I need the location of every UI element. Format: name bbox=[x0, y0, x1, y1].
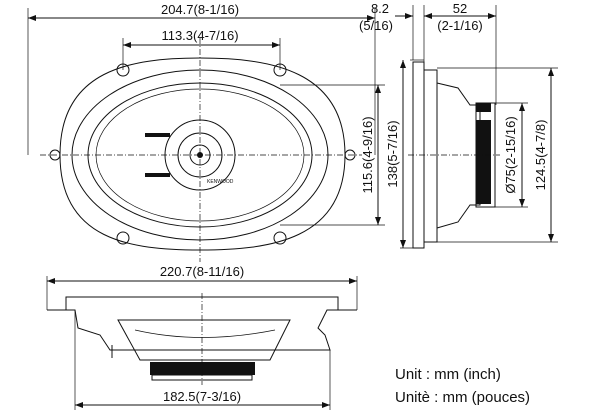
side-magnet bbox=[476, 120, 491, 204]
magnet-diameter-label: Ø75(2-15/16) bbox=[503, 116, 518, 193]
side-basket bbox=[436, 82, 481, 229]
front-view: 204.7(8-1/16) 113.3(4-7/16) KENWOOD 115.… bbox=[27, 2, 385, 262]
mounting-hole bbox=[116, 231, 130, 245]
cutout-height-label: 124.5(4-7/8) bbox=[533, 120, 548, 191]
mounting-hole bbox=[273, 63, 287, 77]
bottom-magnet bbox=[150, 362, 255, 375]
mount-depth-mm: 52 bbox=[453, 1, 467, 16]
unit-label-french: Unitè : mm (pouces) bbox=[395, 389, 530, 406]
side-view: 8.2 (5/16) 52 (2-1/16) 138(5-7/16) Ø75(2… bbox=[359, 1, 558, 249]
flange-depth-mm: 8.2 bbox=[371, 1, 389, 16]
kenwood-logo: KENWOOD bbox=[207, 179, 234, 185]
hole-spacing-height-label: 115.6(4-9/16) bbox=[360, 116, 375, 193]
hole-spacing-width-label: 113.3(4-7/16) bbox=[161, 28, 238, 43]
bottom-view: 220.7(8-11/16) 182.5(7-3/16) bbox=[46, 264, 358, 410]
cutout-width-label: 182.5(7-3/16) bbox=[163, 389, 241, 404]
overall-width-label: 204.7(8-1/16) bbox=[161, 2, 239, 17]
bottom-overall-width-label: 220.7(8-11/16) bbox=[160, 264, 244, 279]
bottom-basket bbox=[117, 319, 291, 361]
mount-depth-in: (2-1/16) bbox=[437, 18, 483, 33]
overall-height-label: 138(5-7/16) bbox=[385, 120, 400, 187]
unit-label-english: Unit : mm (inch) bbox=[395, 366, 501, 383]
mounting-hole bbox=[116, 63, 130, 77]
mounting-hole bbox=[273, 231, 287, 245]
flange-depth-in: (5/16) bbox=[359, 18, 393, 33]
